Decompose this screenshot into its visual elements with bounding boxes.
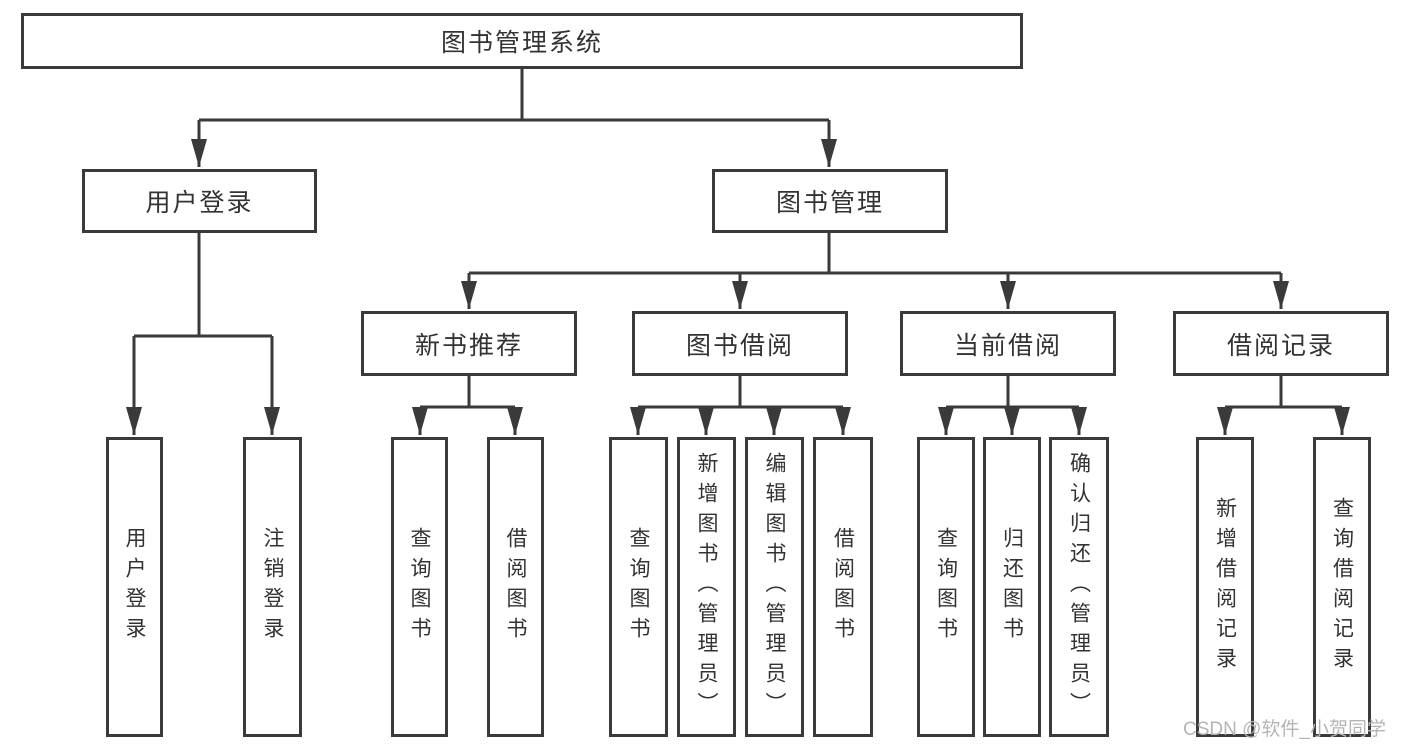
leaf-current-query-books: 查询图书 [917, 437, 975, 737]
node-borrow-records: 借阅记录 [1173, 311, 1389, 376]
leaf-records-query-record: 查询借阅记录 [1313, 437, 1371, 737]
leaf-records-add-record: 新增借阅记录 [1196, 437, 1254, 737]
leaf-user-login: 用户登录 [106, 437, 163, 737]
leaf-borrow-query-books: 查询图书 [609, 437, 668, 737]
connector-new-book-recommend [412, 376, 523, 435]
connector-current-borrow [938, 376, 1087, 435]
node-user-login: 用户登录 [82, 169, 317, 233]
node-new-book-recommend: 新书推荐 [361, 311, 577, 376]
connector-borrow-records [1217, 376, 1350, 435]
leaf-current-return-books: 归还图书 [983, 437, 1041, 737]
node-book-management: 图书管理 [712, 169, 948, 233]
connector-root [191, 69, 837, 167]
connector-book-borrow [630, 376, 851, 435]
csdn-watermark: CSDN @软件_小贺同学 [1183, 719, 1386, 740]
leaf-borrow-borrow-books: 借阅图书 [813, 437, 873, 737]
node-book-borrow: 图书借阅 [632, 311, 848, 376]
connector-user-login [126, 233, 280, 435]
leaf-borrow-add-books-admin: 新增图书（管理员） [677, 437, 736, 737]
node-current-borrow: 当前借阅 [900, 311, 1116, 376]
leaf-borrow-edit-books-admin: 编辑图书（管理员） [745, 437, 804, 737]
leaf-recommend-query-books: 查询图书 [391, 437, 448, 737]
connector-book-management [461, 233, 1289, 309]
node-root: 图书管理系统 [21, 13, 1023, 69]
leaf-recommend-borrow-books: 借阅图书 [487, 437, 544, 737]
leaf-current-confirm-return-admin: 确认归还（管理员） [1049, 437, 1109, 737]
leaf-logout: 注销登录 [243, 437, 302, 737]
